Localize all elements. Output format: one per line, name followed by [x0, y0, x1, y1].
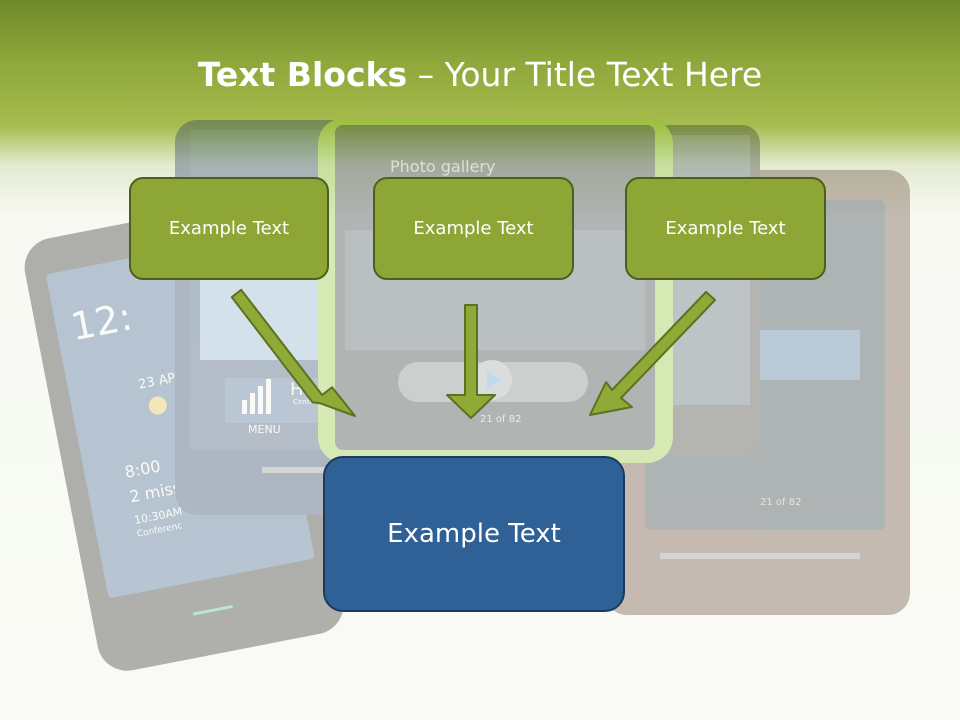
phone-back-time: 2:56 [585, 141, 661, 181]
text-block-2-label: Example Text [413, 218, 534, 239]
phone-middle-sub: Centr [293, 398, 312, 406]
phone-gallery-counter: 21 of 82 [480, 414, 521, 425]
slide-title: Text Blocks – Your Title Text Here [0, 55, 960, 95]
text-block-3-label: Example Text [665, 218, 786, 239]
title-bold: Text Blocks [197, 55, 408, 94]
text-block-2[interactable]: Example Text [373, 177, 574, 280]
text-block-1[interactable]: Example Text [129, 177, 329, 280]
arrow-center [446, 304, 496, 419]
text-block-1-label: Example Text [168, 218, 290, 239]
arrow-left [230, 288, 356, 417]
phone-middle-menu: MENU [248, 423, 281, 436]
phone-right: 21 of 82 galle [605, 170, 910, 615]
text-block-3[interactable]: Example Text [625, 177, 826, 280]
phone-right-counter: 21 of 82 [760, 497, 801, 508]
center-text-block[interactable]: Example Text [323, 456, 625, 612]
title-dash: – [407, 55, 445, 94]
phone-right-label: galle [650, 309, 679, 323]
center-text-block-label: Example Text [387, 519, 561, 549]
title-rest: Your Title Text Here [444, 55, 763, 94]
arrow-right [589, 291, 716, 416]
phone-gallery-header: Photo gallery [390, 157, 495, 176]
